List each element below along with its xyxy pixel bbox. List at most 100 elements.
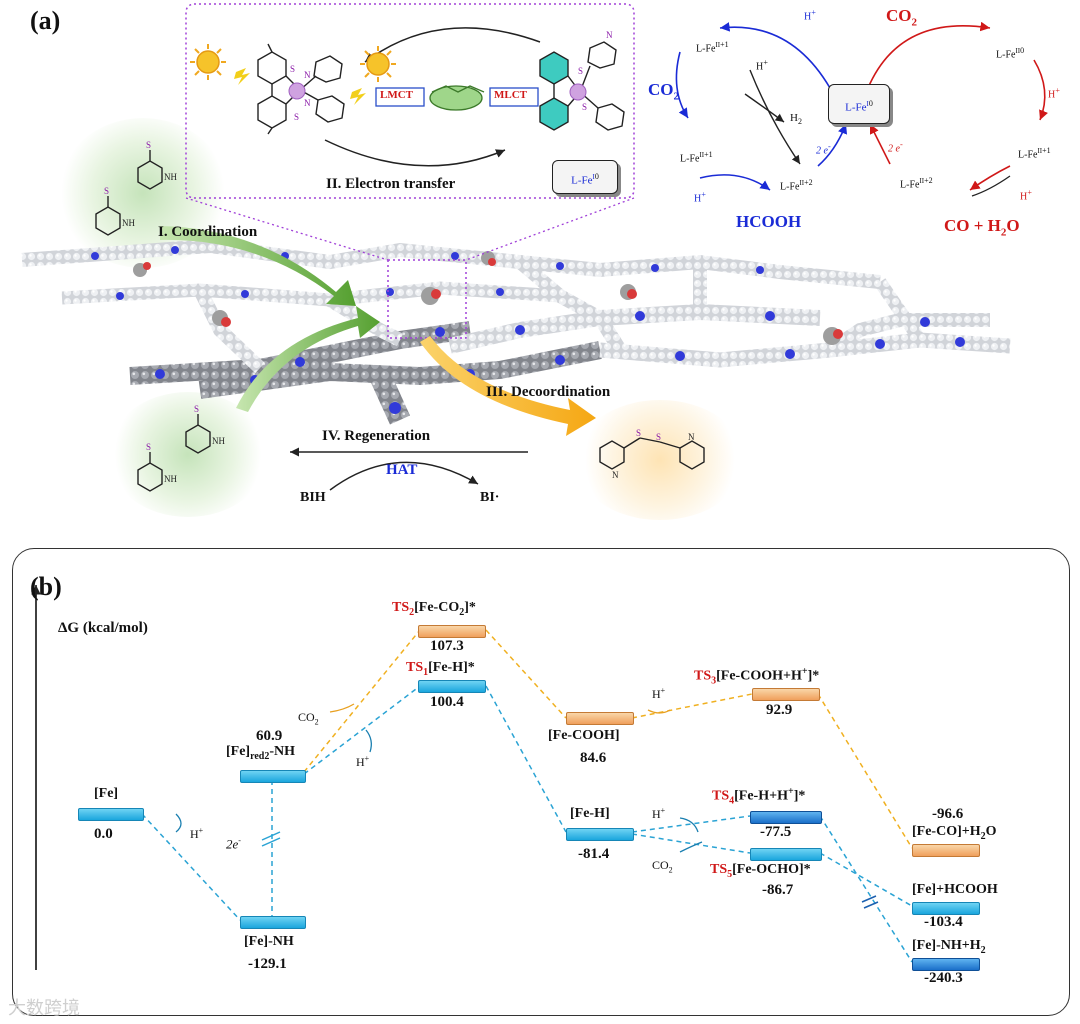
level-fe-cooh [566,712,634,725]
co2-left-label: CO2 [648,80,679,103]
level-ts3 [752,688,820,701]
svg-text:S: S [194,404,199,414]
svg-text:N: N [688,432,695,442]
svg-text:N: N [304,70,311,80]
reagent-co2-1: CO2 [298,710,319,727]
level-fe-h [566,828,634,841]
label-ts3: TS3[Fe-COOH+H+]* [694,666,820,687]
value-fe-hcooh: -103.4 [924,914,963,930]
hplus-top-label: H+ [804,8,816,23]
lmct-label: LMCT [380,89,413,101]
svg-text:S: S [146,140,151,150]
label-fe-h: [Fe-H] [570,806,610,821]
value-fe-h: -81.4 [578,846,610,862]
level-fe-co [912,844,980,857]
label-ts5: TS5[Fe-OCHO]* [710,862,811,880]
co2-right-label: CO2 [886,6,917,29]
svg-text:NH: NH [164,474,177,484]
lfe-ii-carboxylate: L-FeII0 [996,46,1025,61]
label-fe-co: [Fe-CO]+H2O [912,824,997,842]
step-electron-transfer: II. Electron transfer [326,176,456,192]
level-fe [78,808,144,821]
fe-complex-right [539,41,625,131]
lfe-ii-plus2-left: L-FeII+2 [780,178,813,193]
value-ts2: 107.3 [430,638,464,654]
label-fe: [Fe] [94,786,119,801]
value-fe-red2-nh: 60.9 [256,728,283,744]
pyridinethione-molecules [95,150,705,492]
label-fe-red2-nh: [Fe]red2-NH [226,744,296,762]
value-ts1: 100.4 [430,694,464,710]
level-fe-hcooh [912,902,980,915]
svg-text:S: S [104,186,109,196]
reagent-2e: 2e- [226,836,241,852]
lfe-ii-plus2-right: L-FeII+2 [900,176,933,191]
label-ts2: TS2[Fe-CO2]* [392,600,476,618]
watermark: 大数跨境 [8,998,80,1019]
sun-icon-left [190,44,250,85]
hplus-red-label: H+ [1048,86,1060,101]
label-fe-nh: [Fe]-NH [244,934,294,949]
bi-radical-label: BI· [480,490,500,505]
disulfide-glow [575,400,745,520]
label-ts1: TS1[Fe-H]* [406,660,475,678]
reagent-hplus-2: H+ [356,754,370,769]
value-fe-nh: -129.1 [248,956,287,972]
svg-text:S: S [656,432,661,442]
svg-text:S: S [582,102,587,112]
svg-text:S: S [146,442,151,452]
reagent-co2-2: CO2 [652,858,673,875]
fe-complex-left [257,43,345,135]
value-ts4: -77.5 [760,824,792,840]
hplus-mid-label: H+ [756,58,768,73]
level-ts2 [418,625,486,638]
svg-text:N: N [612,470,619,480]
level-ts5 [750,848,822,861]
label-ts4: TS4[Fe-H+H+]* [712,786,806,807]
hat-label: HAT [386,462,418,478]
svg-text:S: S [294,112,299,122]
label-fe-cooh: [Fe-COOH] [548,728,620,743]
hplus-bottom-label: H+ [694,190,706,205]
lfe-i-box-cycle: L-FeI0 [828,84,890,124]
label-fe-hcooh: [Fe]+HCOOH [912,882,998,897]
svg-text:NH: NH [212,436,225,446]
handshake-icon [429,85,485,111]
panel-b-frame [12,548,1070,1016]
mlct-label: MLCT [494,89,527,101]
value-ts3: 92.9 [766,702,793,718]
coordination-arrow-bottom [236,306,380,412]
step-coordination: I. Coordination [158,224,258,240]
decoordination-arrow [420,336,596,436]
value-fe-cooh: 84.6 [580,750,607,766]
level-ts4 [750,811,822,824]
step-regeneration: IV. Regeneration [322,428,431,444]
lfe-ii-cooh: L-FeII+1 [1018,146,1051,161]
lfe-ii-formate: L-FeII+1 [680,150,713,165]
co-h2o-label: CO + H2O [944,216,1020,239]
coordination-arrow-top [160,226,356,306]
reagent-hplus-4: H+ [652,806,666,821]
sun-icon-right [350,46,396,105]
svg-text:NH: NH [122,218,135,228]
label-fe-nh-h2: [Fe]-NH+H2 [912,938,986,956]
lfe-ii-hydride: L-FeII+1 [696,40,729,55]
svg-text:S: S [290,64,295,74]
level-fe-nh [240,916,306,929]
value-ts5: -86.7 [762,882,794,898]
two-e-blue-label: 2 e- [816,142,831,157]
reagent-hplus-3: H+ [652,686,666,701]
hplus-red-bottom-label: H+ [1020,188,1032,203]
svg-text:S: S [578,66,583,76]
step-decoordination: III. Decoordination [486,384,611,400]
level-fe-red2-nh [240,770,306,783]
value-fe-nh-h2: -240.3 [924,970,963,986]
h2-label: H2 [790,112,802,127]
lfe-i-box-left: L-FeI0 [552,160,618,194]
value-fe-co: -96.6 [932,806,964,822]
level-fe-nh-h2 [912,958,980,971]
svg-text:N: N [606,30,613,40]
value-fe: 0.0 [94,826,113,842]
